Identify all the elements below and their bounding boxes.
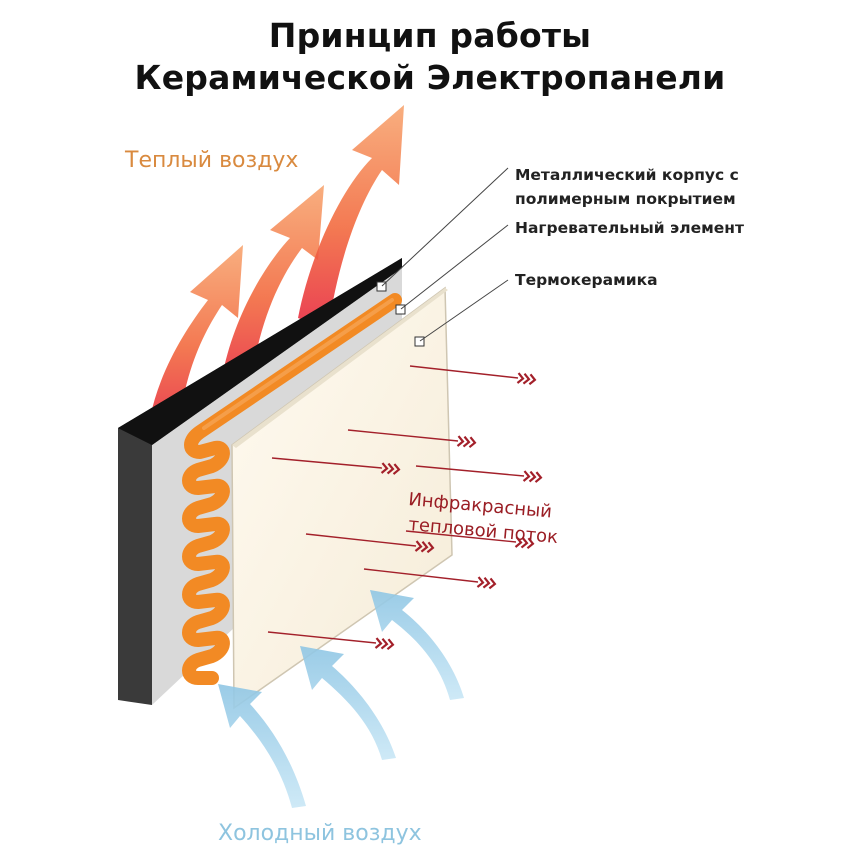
infrared-arrow-chevron bbox=[380, 462, 389, 474]
infrared-arrow-chevron bbox=[426, 541, 435, 554]
infrared-arrow-chevron bbox=[462, 435, 471, 448]
infrared-arrow-chevron bbox=[534, 471, 543, 483]
infrared-arrow-line bbox=[267, 631, 377, 644]
infrared-arrow-line bbox=[405, 530, 517, 543]
infrared-arrow-chevron bbox=[374, 637, 383, 649]
heating-element-label: Нагревательный элемент bbox=[515, 219, 744, 237]
warm-air-arrows bbox=[150, 105, 404, 430]
infrared-arrow-chevron bbox=[380, 637, 389, 650]
warm-air-arrow-3 bbox=[298, 105, 404, 330]
marker-metal-case bbox=[376, 281, 387, 292]
infrared-arrow-chevron bbox=[528, 470, 537, 483]
infrared-arrow-line bbox=[305, 533, 417, 547]
infrared-arrow-chevron bbox=[488, 577, 497, 590]
cold-air-label: Холодный воздух bbox=[218, 821, 422, 846]
thermoceramic-panel bbox=[231, 286, 453, 710]
infrared-arrow-chevron bbox=[386, 462, 395, 475]
infrared-arrow-chevron bbox=[468, 436, 477, 449]
heating-element bbox=[182, 293, 402, 685]
cold-air-arrows bbox=[218, 590, 464, 808]
infrared-arrow-line bbox=[409, 365, 519, 379]
infrared-arrow-line bbox=[347, 429, 459, 442]
infrared-arrow-chevron bbox=[476, 576, 485, 588]
infrared-arrow-chevron bbox=[526, 537, 535, 550]
leader-thermoceramics bbox=[419, 279, 509, 342]
title-line-2: Керамической Электропанели bbox=[134, 58, 726, 97]
infrared-arrow-chevron bbox=[392, 463, 401, 475]
infrared-arrow-chevron bbox=[516, 372, 525, 384]
cold-air-arrow-3 bbox=[370, 590, 464, 700]
infrared-arrow-chevron bbox=[414, 540, 423, 552]
infrared-arrow-line bbox=[363, 568, 479, 583]
infrared-arrow-chevron bbox=[456, 435, 465, 447]
warm-air-arrow-1 bbox=[150, 245, 243, 430]
cold-air-arrow-2 bbox=[300, 646, 396, 760]
infrared-arrow-chevron bbox=[522, 373, 531, 385]
title-line-1: Принцип работы bbox=[268, 16, 592, 55]
infrared-arrow-chevron bbox=[514, 536, 523, 548]
infrared-arrow-chevron bbox=[528, 373, 537, 386]
infrared-arrow-chevron bbox=[522, 470, 531, 482]
infrared-arrow-chevron bbox=[482, 577, 491, 589]
infrared-arrow-line bbox=[271, 457, 383, 469]
infrared-arrow-chevron bbox=[420, 540, 429, 553]
cold-air-arrow-1 bbox=[218, 684, 306, 808]
infrared-arrow-chevron bbox=[520, 536, 529, 549]
metal-case-label-line1: Металлический корпус с bbox=[515, 166, 739, 184]
leader-metal-case bbox=[381, 167, 509, 287]
marker-heating-element bbox=[395, 304, 406, 315]
thermoceramics-label: Термокерамика bbox=[515, 271, 658, 289]
marker-thermoceramics bbox=[414, 336, 425, 347]
warm-air-arrow-2 bbox=[222, 185, 324, 390]
infrared-arrows bbox=[267, 365, 543, 651]
metal-case-label-line2: полимерным покрытием bbox=[515, 190, 736, 208]
leader-heating-element bbox=[400, 224, 509, 310]
infrared-arrow-line bbox=[415, 465, 525, 477]
infrared-arrow-chevron bbox=[386, 638, 395, 651]
warm-air-label: Теплый воздух bbox=[124, 148, 298, 173]
